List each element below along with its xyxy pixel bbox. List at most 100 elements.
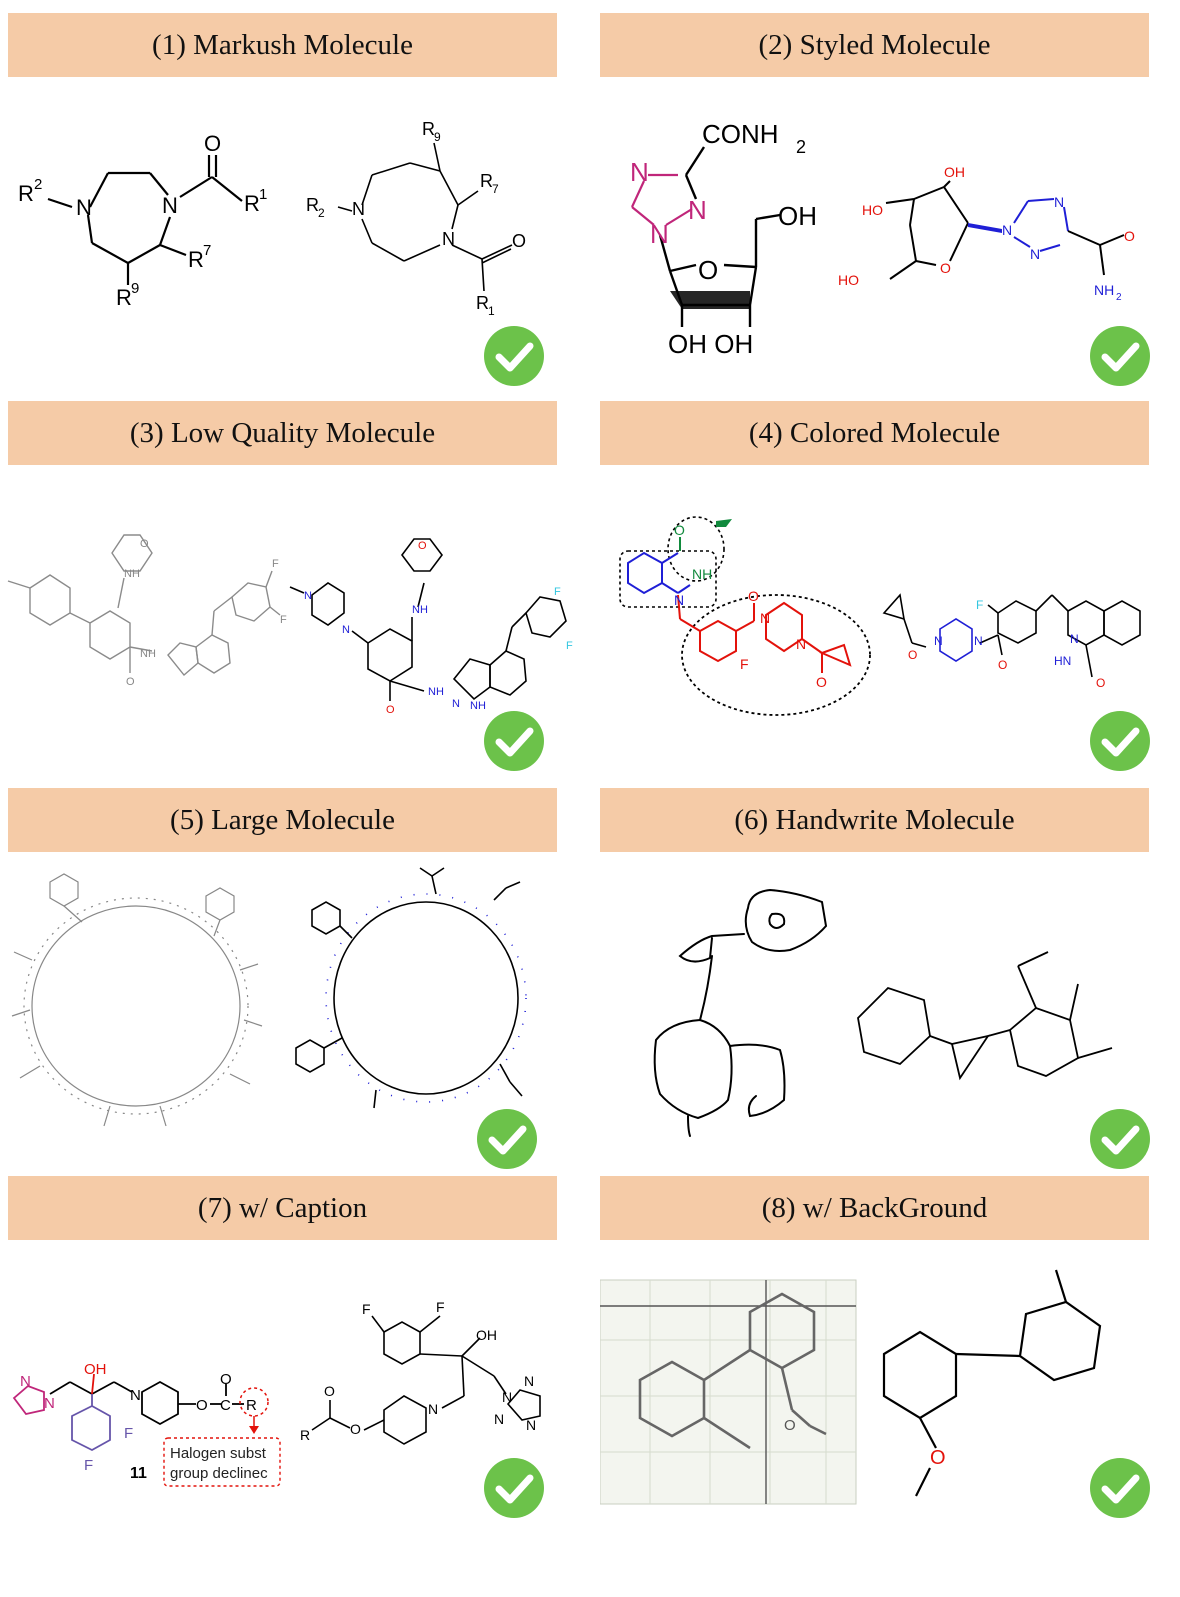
atom-oh: OH <box>476 1327 497 1343</box>
input-molecule-colored: O NH N O N N O F <box>619 516 871 716</box>
atom-nh: NH <box>692 566 712 582</box>
atom-oh: OH <box>84 1361 107 1378</box>
atom-o: O <box>998 658 1007 672</box>
callout-text: group declinec <box>170 1465 268 1482</box>
atom-f: F <box>436 1299 445 1315</box>
r-group-index: 7 <box>203 242 211 259</box>
atom-n: N <box>130 1387 141 1404</box>
checkmark-badge-icon <box>484 326 544 386</box>
panel-header-handwrite: (6) Handwrite Molecule <box>600 788 1149 852</box>
atom-hn: HN <box>1054 654 1071 668</box>
input-molecule-low-quality <box>7 534 281 677</box>
atom-n: N <box>76 195 92 220</box>
callout-text: Halogen subst <box>170 1445 267 1462</box>
atom-o: O <box>698 255 718 285</box>
input-molecule-handwrite <box>653 888 828 1137</box>
atom-f: F <box>280 614 287 626</box>
input-molecule-large <box>11 873 263 1127</box>
atom-oh: OH <box>944 164 965 180</box>
checkmark-badge-icon <box>1090 326 1150 386</box>
atom-n: N <box>452 698 460 710</box>
atom-subscript: 2 <box>1116 292 1122 303</box>
atom-conh2: CONH <box>702 119 779 149</box>
atom-o: O <box>386 704 395 716</box>
panel-header-large: (5) Large Molecule <box>8 788 557 852</box>
atom-ho: HO <box>862 202 883 218</box>
atom-n: N <box>1002 222 1012 238</box>
atom-ho: HO <box>838 272 859 288</box>
atom-f: F <box>740 656 749 672</box>
atom-f: F <box>566 640 573 652</box>
atom-f: F <box>976 598 983 612</box>
panel-header-caption: (7) w/ Caption <box>8 1176 557 1240</box>
atom-n: N <box>1070 632 1079 646</box>
atom-n: N <box>524 1373 534 1389</box>
atom-n: N <box>974 634 983 648</box>
panel-header-styled: (2) Styled Molecule <box>600 13 1149 77</box>
atom-n: N <box>760 610 770 626</box>
atom-n: N <box>44 1395 55 1412</box>
atom-o: O <box>940 260 951 276</box>
r-group-label: R <box>116 285 132 310</box>
atom-o: O <box>220 1371 232 1388</box>
atom-f: F <box>554 586 561 598</box>
output-molecule-low-quality: N N NH NH N NH O O F F <box>289 538 573 716</box>
atom-oh-pair: OH OH <box>668 329 753 359</box>
checkmark-badge-icon <box>1090 1109 1150 1169</box>
atom-n: N <box>934 634 943 648</box>
r-group-label: R <box>476 293 489 313</box>
atom-n: N <box>526 1417 536 1433</box>
r-group-label: R <box>480 171 493 191</box>
r-group-label: R <box>18 181 34 206</box>
r-group-label: R <box>306 195 319 215</box>
atom-o: O <box>748 588 759 604</box>
r-group-index: 1 <box>488 304 495 318</box>
atom-n: N <box>1054 194 1064 210</box>
checkmark-badge-icon <box>484 1458 544 1518</box>
atom-f: F <box>124 1425 133 1442</box>
atom-c: C <box>220 1397 231 1414</box>
atom-nh: NH <box>470 700 486 712</box>
r-group-index: 7 <box>492 182 499 196</box>
panel-header-background: (8) w/ BackGround <box>600 1176 1149 1240</box>
atom-o: O <box>908 648 917 662</box>
atom-n: N <box>442 229 455 249</box>
r-group-index: 2 <box>318 206 325 220</box>
atom-f: F <box>272 558 279 570</box>
atom-o: O <box>324 1383 335 1399</box>
atom-n: N <box>20 1373 31 1390</box>
atom-nh2: NH <box>1094 282 1114 298</box>
r-group-label: R <box>422 119 435 139</box>
input-molecule-styled: N N N CONH 2 OH O OH OH <box>630 119 817 359</box>
atom-o: O <box>1096 676 1105 690</box>
output-molecule-styled: HO OH O HO O N N N NH 2 <box>838 164 1135 303</box>
compound-number: 11 <box>130 1465 147 1482</box>
atom-r: R <box>300 1427 310 1443</box>
atom-n: N <box>688 195 707 225</box>
output-molecule-caption: F F OH N N N N N O O R <box>300 1299 541 1445</box>
atom-n: N <box>352 199 365 219</box>
atom-n: N <box>1030 246 1040 262</box>
output-molecule-markush <box>337 142 513 292</box>
atom-oh: OH <box>778 201 817 231</box>
panel-header-colored: (4) Colored Molecule <box>600 401 1149 465</box>
atom-nh: NH <box>412 604 428 616</box>
atom-o: O <box>674 522 685 538</box>
atom-n: N <box>502 1389 512 1405</box>
checkmark-badge-icon <box>1090 711 1150 771</box>
input-molecule-background: O <box>600 1279 857 1505</box>
panel-header-markush: (1) Markush Molecule <box>8 13 557 77</box>
atom-r: R <box>246 1397 257 1414</box>
atom-nh: NH <box>428 686 444 698</box>
input-molecule-markush <box>47 155 243 285</box>
atom-n: N <box>342 624 350 636</box>
r-group-index: 9 <box>434 130 441 144</box>
atom-n: N <box>162 193 178 218</box>
checkmark-badge-icon <box>1090 1458 1150 1518</box>
panel-markush: N N O R 2 R 1 R 7 R 9 N N O R 9 R 7 R <box>0 95 580 395</box>
atom-f: F <box>84 1457 93 1474</box>
atom-n: N <box>674 592 684 608</box>
atom-n: N <box>630 157 649 187</box>
atom-n: N <box>650 219 669 249</box>
checkmark-badge-icon <box>484 711 544 771</box>
